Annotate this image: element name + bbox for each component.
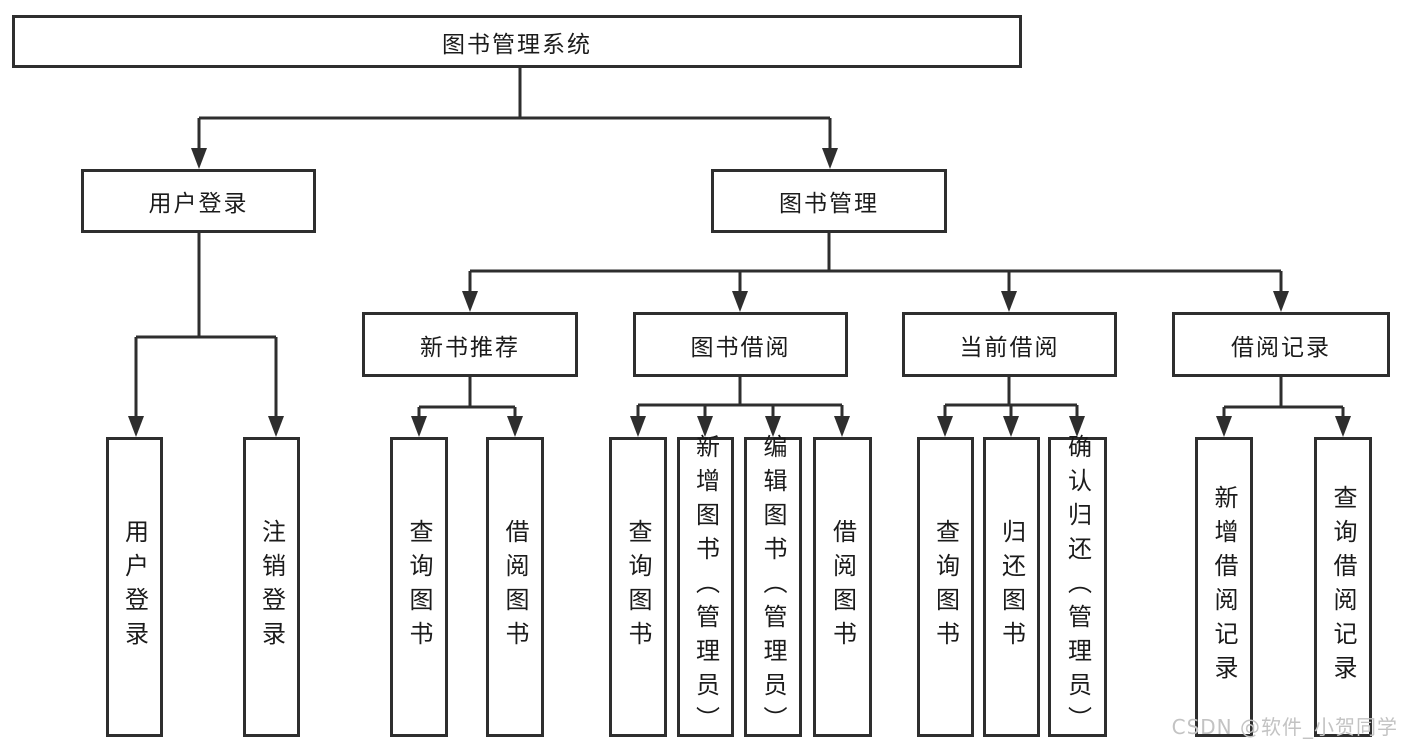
node-leaf-add-books-admin: 新增图书（管理员）	[677, 434, 734, 740]
node-root-system: 图书管理系统	[12, 15, 1022, 68]
connector-root-to-level2	[197, 68, 832, 152]
node-leaf-query-borrow-record: 查询借阅记录	[1314, 437, 1372, 737]
arrowhead	[1335, 416, 1351, 437]
node-book-borrow: 图书借阅	[633, 312, 848, 377]
arrowhead	[630, 416, 646, 437]
connector-newbook-to-leaves	[417, 377, 517, 420]
arrowhead	[128, 416, 144, 437]
node-leaf-borrow-books-recommend: 借阅图书	[486, 437, 544, 737]
node-label: 图书借阅	[690, 334, 791, 361]
connector-current-to-leaves	[943, 377, 1079, 420]
node-leaf-query-books-current: 查询图书	[917, 437, 974, 737]
node-label: 借阅图书	[828, 519, 857, 655]
node-label: 查询图书	[405, 519, 433, 655]
node-leaf-add-borrow-record: 新增借阅记录	[1195, 437, 1253, 737]
arrowhead	[1216, 416, 1232, 437]
arrowhead	[1003, 416, 1019, 437]
node-label: 查询图书	[931, 519, 960, 655]
node-label: 查询图书	[624, 519, 652, 655]
arrowhead	[1001, 291, 1017, 312]
connector-user-to-leaves	[134, 233, 278, 420]
connector-records-to-leaves	[1222, 377, 1345, 420]
connector-book-to-level3	[468, 233, 1283, 295]
arrowhead	[411, 416, 427, 437]
arrowhead	[822, 148, 838, 169]
node-label: 编辑图书（管理员）	[759, 434, 787, 740]
node-label: 用户登录	[120, 519, 149, 655]
node-label: 新书推荐	[420, 334, 520, 361]
node-user-login-branch: 用户登录	[81, 169, 316, 233]
node-leaf-query-books-recommend: 查询图书	[390, 437, 448, 737]
arrowhead	[462, 291, 478, 312]
node-current-borrow: 当前借阅	[902, 312, 1117, 377]
arrowhead	[834, 416, 850, 437]
node-label: 借阅图书	[501, 519, 529, 655]
arrowhead	[507, 416, 523, 437]
node-label: 归还图书	[997, 519, 1026, 655]
arrowhead	[191, 148, 207, 169]
node-new-book-recommend: 新书推荐	[362, 312, 578, 377]
node-label: 新增图书（管理员）	[691, 434, 720, 740]
node-leaf-user-login: 用户登录	[106, 437, 163, 737]
node-label: 用户登录	[148, 191, 249, 217]
node-label: 新增借阅记录	[1210, 485, 1238, 689]
node-label: 图书管理系统	[442, 31, 592, 58]
node-label: 图书管理	[779, 191, 879, 217]
node-leaf-edit-books-admin: 编辑图书（管理员）	[744, 434, 802, 740]
node-label: 查询借阅记录	[1329, 485, 1357, 689]
connector-borrow-to-leaves	[636, 377, 844, 420]
node-label: 当前借阅	[959, 334, 1060, 361]
node-label: 确认归还（管理员）	[1063, 434, 1092, 740]
arrowhead	[732, 291, 748, 312]
node-label: 注销登录	[257, 519, 286, 655]
watermark: CSDN @软件_小贺同学	[1171, 715, 1398, 739]
arrowhead	[268, 416, 284, 437]
arrowhead	[1273, 291, 1289, 312]
node-borrow-records: 借阅记录	[1172, 312, 1390, 377]
node-leaf-borrow-books: 借阅图书	[813, 437, 872, 737]
node-leaf-confirm-return-admin: 确认归还（管理员）	[1048, 434, 1107, 740]
node-leaf-return-books: 归还图书	[983, 437, 1040, 737]
arrowhead	[937, 416, 953, 437]
node-leaf-logout: 注销登录	[243, 437, 300, 737]
node-label: 借阅记录	[1231, 334, 1331, 361]
node-book-management-branch: 图书管理	[711, 169, 947, 233]
node-leaf-query-books-borrow: 查询图书	[609, 437, 667, 737]
